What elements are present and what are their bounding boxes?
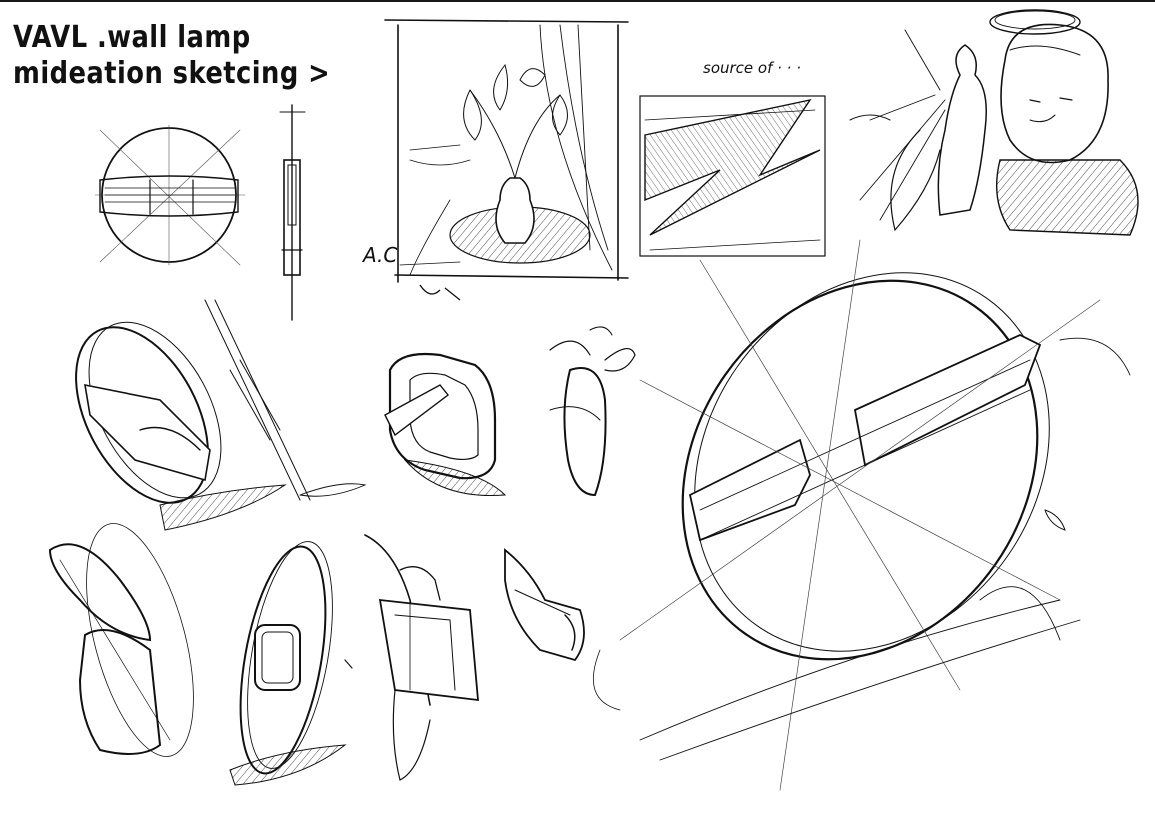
tilted-disc-sketch [75,299,367,531]
still-life-sketch [384,19,629,283]
oval-lamp-sketch [229,541,353,786]
signature-scribble [419,284,461,301]
fan-disc-sketch [48,523,194,757]
title-block: VAVL .wall lamp mideation sketcing > [13,20,382,92]
leaf-lamp-sketch [549,326,636,497]
main-disc-lamp-sketch [593,239,1131,791]
side-view-sketch [279,104,306,321]
source-panel-sketch [639,95,826,257]
title-line-2: mideation sketcing > [13,56,331,91]
title-line-1: VAVL .wall lamp [13,20,251,55]
square-lamp-sketch [384,352,507,497]
bracket-lamp-sketch [364,534,479,781]
curved-fragment-sketch [504,548,585,662]
top-border [0,0,1155,2]
angel-child-sketch [849,9,1139,236]
front-view-sketch [94,124,246,266]
initials-annotation: A.C [361,243,397,267]
source-annotation: source of · · · [703,59,801,77]
